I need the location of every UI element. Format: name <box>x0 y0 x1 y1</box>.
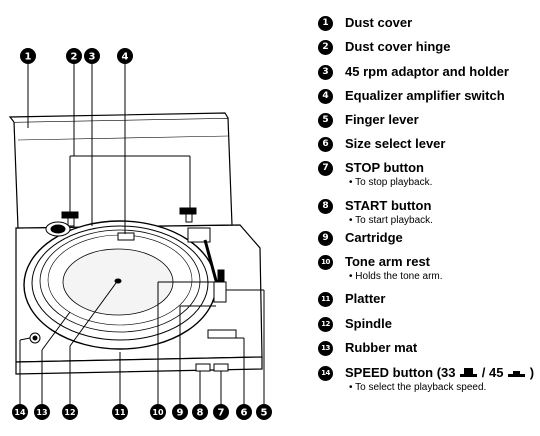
callout-4: 4 <box>117 48 133 64</box>
svg-text:3: 3 <box>89 52 96 63</box>
legend-label-8: START button <box>345 198 432 213</box>
legend-note-8: • To start playback. <box>349 215 433 226</box>
legend-number-11: 11 <box>318 292 333 307</box>
legend-number-14: 14 <box>318 366 333 381</box>
callout-badges: 1 2 3 4 14 13 12 11 10 9 8 7 6 5 <box>12 48 272 420</box>
svg-text:11: 11 <box>114 408 126 417</box>
dust-cover <box>8 112 233 229</box>
callout-13: 13 <box>34 404 50 420</box>
svg-text:2: 2 <box>71 52 78 63</box>
legend-label-13: Rubber mat <box>345 340 418 355</box>
legend-number-7: 7 <box>318 161 333 176</box>
platter <box>23 220 217 350</box>
legend-label-12: Spindle <box>345 316 392 331</box>
legend-label-5: Finger lever <box>345 112 419 127</box>
legend-number-1: 1 <box>318 16 333 31</box>
legend-number-2: 2 <box>318 40 333 55</box>
callout-5: 5 <box>256 404 272 420</box>
callout-11: 11 <box>112 404 128 420</box>
legend-label-6: Size select lever <box>345 136 446 151</box>
legend-number-3: 3 <box>318 65 333 80</box>
legend-number-6: 6 <box>318 137 333 152</box>
legend-note-7: • To stop playback. <box>349 177 433 188</box>
speed-label-mid: / 45 <box>481 365 504 380</box>
callout-7: 7 <box>213 404 229 420</box>
svg-text:9: 9 <box>177 408 184 419</box>
callout-6: 6 <box>236 404 252 420</box>
speed-33-icon <box>460 368 478 377</box>
svg-text:6: 6 <box>241 408 248 419</box>
callout-1: 1 <box>20 48 36 64</box>
legend-number-5: 5 <box>318 113 333 128</box>
turntable-diagram: 1 2 3 4 14 13 12 11 10 9 8 7 6 5 <box>8 48 272 420</box>
legend-label-1: Dust cover <box>345 15 413 30</box>
svg-text:1: 1 <box>25 52 32 63</box>
front-buttons <box>29 332 229 372</box>
leader-lines <box>19 64 265 404</box>
callout-10: 10 <box>150 404 166 420</box>
legend-label-7: STOP button <box>345 160 424 175</box>
legend-label-14: SPEED button (33 / 45 ) <box>345 365 534 380</box>
legend-number-9: 9 <box>318 231 333 246</box>
legend-label-10: Tone arm rest <box>345 254 431 269</box>
svg-text:14: 14 <box>14 408 26 417</box>
legend-number-4: 4 <box>318 89 333 104</box>
legend-note-14: • To select the playback speed. <box>349 382 487 393</box>
legend-number-10: 10 <box>318 255 333 270</box>
callout-14: 14 <box>12 404 28 420</box>
callout-3: 3 <box>84 48 100 64</box>
adaptor-holder <box>45 221 135 241</box>
legend-label-2: Dust cover hinge <box>345 39 451 54</box>
dust-cover-hinges <box>61 207 197 227</box>
svg-text:7: 7 <box>218 408 225 419</box>
callout-2: 2 <box>66 48 82 64</box>
legend-label-11: Platter <box>345 291 386 306</box>
speed-label-end: ) <box>529 365 535 380</box>
callout-8: 8 <box>192 404 208 420</box>
svg-text:5: 5 <box>261 408 268 419</box>
svg-text:8: 8 <box>197 408 204 419</box>
tone-arm <box>187 227 237 339</box>
callout-9: 9 <box>172 404 188 420</box>
svg-text:12: 12 <box>64 408 75 417</box>
legend-label-9: Cartridge <box>345 230 403 245</box>
legend-note-10: • Holds the tone arm. <box>349 271 443 282</box>
callout-12: 12 <box>62 404 78 420</box>
legend-label-3: 45 rpm adaptor and holder <box>345 64 509 79</box>
svg-text:10: 10 <box>152 408 164 417</box>
speed-label-start: SPEED button (33 <box>345 365 456 380</box>
legend-number-12: 12 <box>318 317 333 332</box>
legend-number-8: 8 <box>318 199 333 214</box>
svg-text:4: 4 <box>122 52 129 63</box>
legend-number-13: 13 <box>318 341 333 356</box>
svg-text:13: 13 <box>36 408 47 417</box>
legend-label-4: Equalizer amplifier switch <box>345 88 505 103</box>
speed-45-icon <box>508 368 526 377</box>
